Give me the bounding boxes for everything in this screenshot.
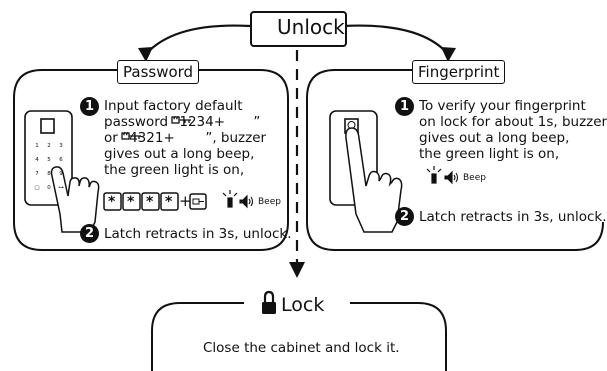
fingerprint-step1-text: To verify your fingerprint on lock for a… (419, 98, 607, 162)
plus-sign: + (179, 192, 192, 210)
password-step1-line: the green light is on, (104, 162, 245, 178)
lock-padlock-icon (262, 290, 276, 314)
password-step1-text: Input factory default password “1234+ ” … (104, 98, 266, 178)
keypad-key: 6 (59, 157, 63, 163)
code-key: * (127, 194, 135, 210)
code-key-boxes (103, 192, 207, 211)
speaker-icon (239, 194, 254, 209)
arrowhead-password (138, 47, 153, 62)
password-step1-line: Input factory default (104, 98, 243, 114)
fingerprint-step1-line: gives out a long beep, (419, 130, 570, 146)
green-light-icon (222, 190, 238, 208)
lock-panel (151, 302, 447, 371)
diagram-canvas (13, 11, 604, 371)
fingerprint-step1-line: the green light is on, (419, 146, 560, 162)
arrowhead-lock (289, 262, 305, 278)
arrow-to-password (145, 24, 251, 55)
password-step1-line-end: ” (253, 114, 261, 130)
keypad-key: ▢ (34, 185, 40, 191)
code-key: * (108, 194, 116, 210)
password-step2-text: Latch retracts in 3s, unlock. (104, 226, 292, 242)
code-key: * (165, 194, 173, 210)
keypad-key: 9 (59, 171, 63, 177)
keypad-key: 4 (35, 157, 39, 163)
fingerprint-step1-number: 1 (395, 97, 414, 116)
keypad-key: 8 (47, 171, 51, 177)
fingerprint-label: Fingerprint (412, 60, 506, 84)
keypad-key: 1 (35, 143, 39, 149)
fingerprint-step2-number: 2 (395, 207, 414, 226)
keypad-key: 7 (35, 171, 39, 177)
fingerprint-hand-icon (345, 127, 403, 233)
key-icon (121, 116, 191, 140)
code-key: * (146, 194, 154, 210)
password-step1-line: password “1234+ (104, 114, 230, 130)
fingerprint-step1-line: To verify your fingerprint (419, 98, 586, 114)
fingerprint-beep-label: Beep (463, 173, 486, 183)
unlock-title: Unlock (277, 15, 345, 39)
password-step1-line: gives out a long beep, (104, 146, 255, 162)
unlock-title-box (250, 11, 347, 47)
fingerprint-step2-text: Latch retracts in 3s, unlock. (419, 209, 607, 225)
fingerprint-panel (306, 69, 604, 251)
password-step1-number: 1 (80, 97, 99, 116)
password-step2-number: 2 (80, 224, 99, 243)
keypad-key: 2 (47, 143, 51, 149)
keypad-key: ⊶ (58, 185, 64, 191)
arrowhead-fingerprint (441, 47, 456, 62)
keypad-key: 0 (47, 185, 51, 191)
lock-text: Close the cabinet and lock it. (203, 340, 400, 356)
keypad-key: 5 (47, 157, 51, 163)
password-hand-icon (50, 166, 100, 233)
keypad-grid: 1 2 3 4 5 6 7 8 9 ▢ 0 ⊶ (31, 141, 67, 193)
password-panel (13, 69, 289, 251)
keypad-key: 3 (59, 143, 63, 149)
password-step1-line: or “4321+ (104, 130, 180, 146)
lock-title: Lock (281, 294, 325, 316)
fingerprint-step1-line: on lock for about 1s, buzzer (419, 114, 607, 130)
speaker-icon-fp (444, 170, 459, 185)
password-label: Password (117, 60, 200, 84)
arrow-to-fingerprint (342, 24, 449, 55)
green-light-icon-fp (426, 166, 442, 184)
password-step1-line-end: ”, buzzer (201, 130, 267, 146)
password-beep-label: Beep (258, 197, 281, 207)
